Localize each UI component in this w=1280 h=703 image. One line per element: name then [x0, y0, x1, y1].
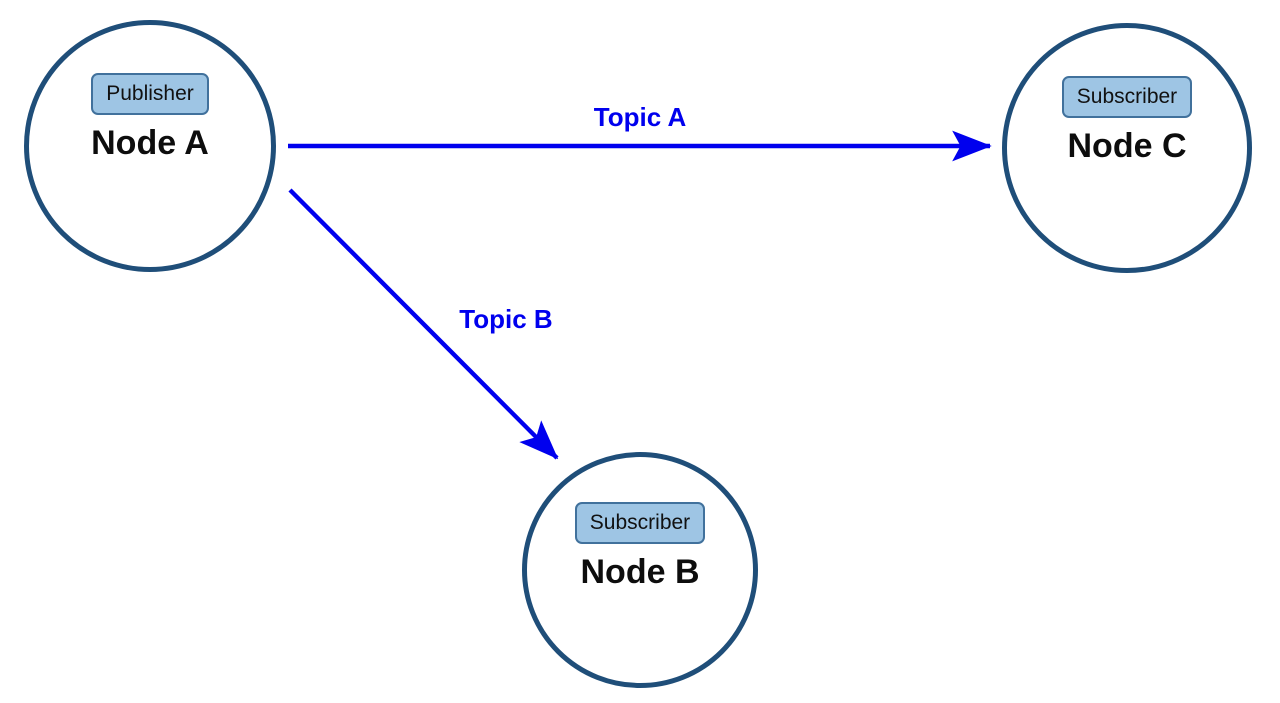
- node-b-role-badge: Subscriber: [574, 502, 706, 544]
- node-c-role-badge: Subscriber: [1061, 76, 1193, 118]
- edge-topic-b-arrow: [288, 188, 559, 460]
- node-b[interactable]: Subscriber Node B: [522, 452, 758, 688]
- node-a-role-badge: Publisher: [91, 73, 209, 115]
- edge-label-topic-a: Topic A: [593, 102, 687, 132]
- node-b-title: Node B: [580, 553, 700, 591]
- edge-label-topic-b: Topic B: [459, 304, 553, 334]
- node-a[interactable]: Publisher Node A: [24, 20, 276, 272]
- node-c-title: Node C: [1067, 127, 1187, 165]
- node-c[interactable]: Subscriber Node C: [1002, 23, 1252, 273]
- node-a-title: Node A: [91, 124, 209, 162]
